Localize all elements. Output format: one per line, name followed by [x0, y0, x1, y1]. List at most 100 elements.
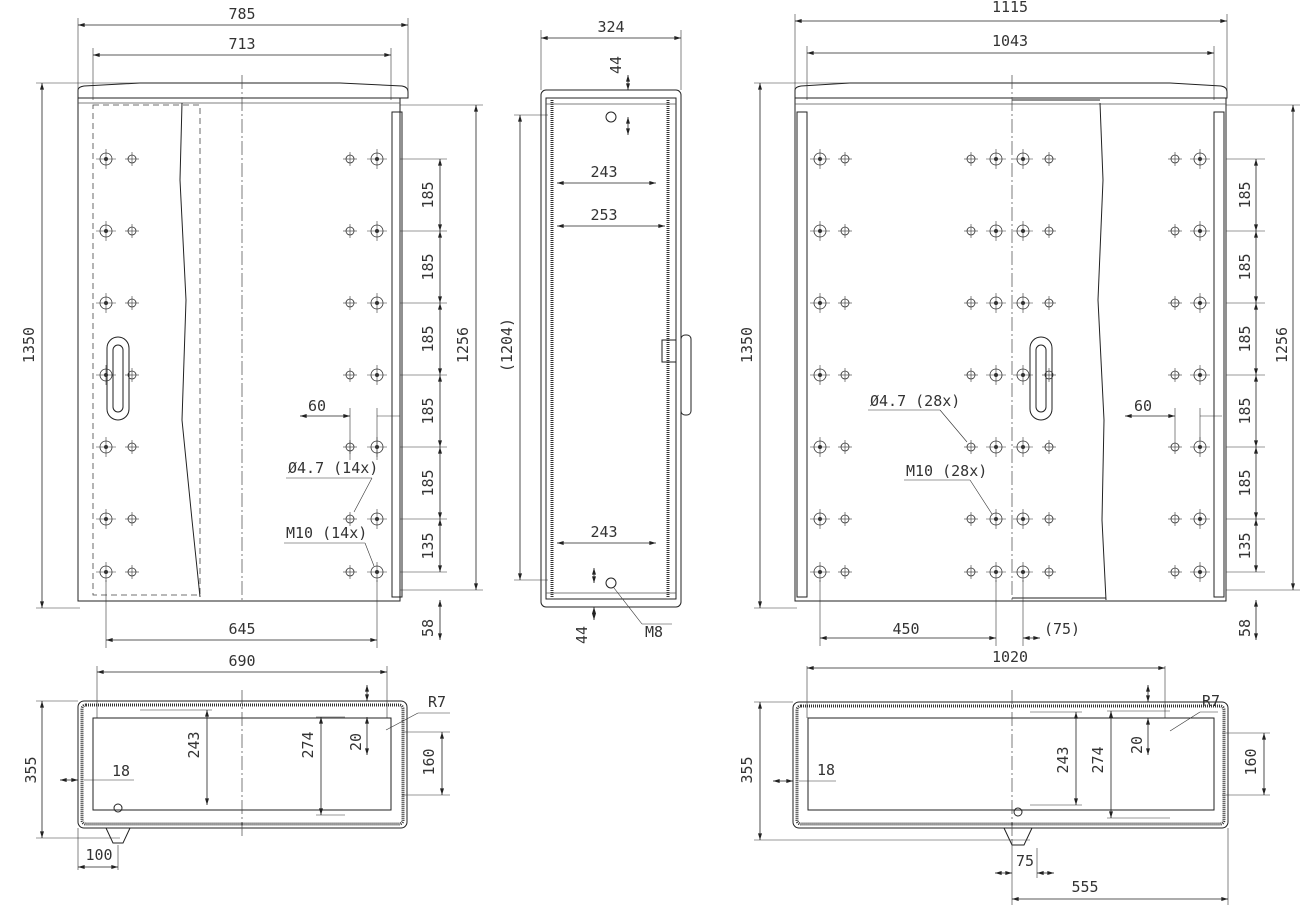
section-outline [792, 701, 1229, 829]
thread-hole-icon [367, 509, 387, 529]
through-hole-icon [125, 512, 139, 526]
dim-inner-width: 1043 [992, 32, 1028, 50]
thread-hole-icon [810, 509, 830, 529]
dim-depth: 355 [22, 756, 40, 783]
dim-depth-c: 243 [590, 523, 617, 541]
dim-pitch-4: 185 [419, 397, 437, 424]
dim-pitch-4: 185 [1236, 397, 1254, 424]
door-handle [106, 336, 130, 421]
dim-75: 75 [1016, 852, 1034, 870]
dim-20: 20 [1128, 736, 1146, 754]
thread-hole-icon [810, 221, 830, 241]
door-break-line [1097, 102, 1107, 601]
dim-18: 18 [817, 761, 835, 779]
through-hole-icon [838, 368, 852, 382]
dim-bottom-offset: 58 [1236, 619, 1254, 637]
through-hole-icon [125, 368, 139, 382]
top-view-small: 690 355 243 274 20 160 R7 18 100 [22, 652, 450, 870]
side-view: 324 44 243 253 (1204) 243 44 M8 [498, 18, 692, 644]
through-hole-icon [343, 368, 357, 382]
thread-hole-icon [1190, 562, 1210, 582]
through-hole-icon [1168, 368, 1182, 382]
dim-pitch-2: 185 [1236, 253, 1254, 280]
through-hole-icon [964, 565, 978, 579]
dim-inner-height: (1204) [498, 318, 516, 372]
dim-bottom-span: 645 [228, 620, 255, 638]
thread-hole-icon [1013, 293, 1033, 313]
thread-hole-icon [986, 221, 1006, 241]
dim-18: 18 [112, 762, 130, 780]
lock-icon [105, 803, 131, 844]
through-hole-icon [125, 440, 139, 454]
thread-hole-icon [367, 293, 387, 313]
thread-hole-icon [810, 149, 830, 169]
thread-hole-icon [1190, 509, 1210, 529]
dim-160: 160 [1242, 748, 1260, 775]
thread-hole-icon [986, 365, 1006, 385]
thread-hole-icon [986, 562, 1006, 582]
thread-hole-icon [1013, 509, 1033, 529]
door-break-line [179, 102, 201, 598]
thread-hole-icon [96, 365, 116, 385]
thread-hole-icon [1190, 293, 1210, 313]
radius-label: R7 [428, 693, 446, 711]
dim-hole-span: 1256 [1273, 327, 1291, 363]
thread-label: M8 [645, 623, 663, 641]
dim-mid-span: (75) [1044, 620, 1080, 638]
through-hole-icon [1042, 296, 1056, 310]
dim-bottom-offset: 58 [419, 619, 437, 637]
thread-hole-icon [986, 293, 1006, 313]
through-hole-icon [838, 152, 852, 166]
dim-bottom-offset: 44 [573, 626, 591, 644]
thread-hole-icon [1190, 437, 1210, 457]
through-hole-icon [838, 224, 852, 238]
thread-hole-icon [1013, 365, 1033, 385]
thread-hole-icon [1190, 149, 1210, 169]
thread-hole-icon [1190, 365, 1210, 385]
radius-label: R7 [1202, 692, 1220, 710]
through-hole-icon [838, 296, 852, 310]
through-hole-icon [1042, 440, 1056, 454]
through-hole-icon [1042, 512, 1056, 526]
thread-hole-icon [986, 149, 1006, 169]
section-outline [77, 700, 408, 829]
through-hole-icon [1042, 152, 1056, 166]
dim-width: 1020 [992, 648, 1028, 666]
through-hole-icon [964, 512, 978, 526]
through-hole-icon [1168, 565, 1182, 579]
thread-hole-icon [1013, 437, 1033, 457]
dim-depth-a: 243 [590, 163, 617, 181]
through-hole-icon [838, 440, 852, 454]
lock-icon [1003, 807, 1033, 846]
lid-outline [794, 82, 1228, 99]
through-hole-icon [964, 152, 978, 166]
through-hole-icon [964, 440, 978, 454]
dim-width: 690 [228, 652, 255, 670]
thread-spec-label: M10 (14x) [286, 524, 367, 542]
hinge-strip [391, 111, 403, 598]
dim-depth: 324 [597, 18, 624, 36]
through-hole-icon [838, 565, 852, 579]
thread-hole-icon [96, 221, 116, 241]
dim-inner-width: 713 [228, 35, 255, 53]
thread-hole-icon [96, 437, 116, 457]
top-view-large: 1020 355 243 274 20 160 R7 18 75 555 [738, 648, 1270, 905]
through-hole-icon [343, 296, 357, 310]
dim-243: 243 [1054, 746, 1072, 773]
through-hole-icon [964, 296, 978, 310]
thread-hole-icon [96, 293, 116, 313]
thread-hole-icon [810, 437, 830, 457]
dim-pitch-1: 185 [419, 181, 437, 208]
through-hole-icon [343, 152, 357, 166]
enclosure-body [794, 97, 1227, 602]
through-hole-icon [1042, 368, 1056, 382]
dim-left-span: 450 [892, 620, 919, 638]
dim-pitch-2: 185 [419, 253, 437, 280]
thread-hole-icon [1013, 221, 1033, 241]
through-hole-icon [1042, 565, 1056, 579]
mounting-holes [96, 149, 387, 582]
dim-274: 274 [1089, 746, 1107, 773]
dim-pitch-5: 185 [1236, 469, 1254, 496]
dim-pitch-5: 185 [419, 469, 437, 496]
